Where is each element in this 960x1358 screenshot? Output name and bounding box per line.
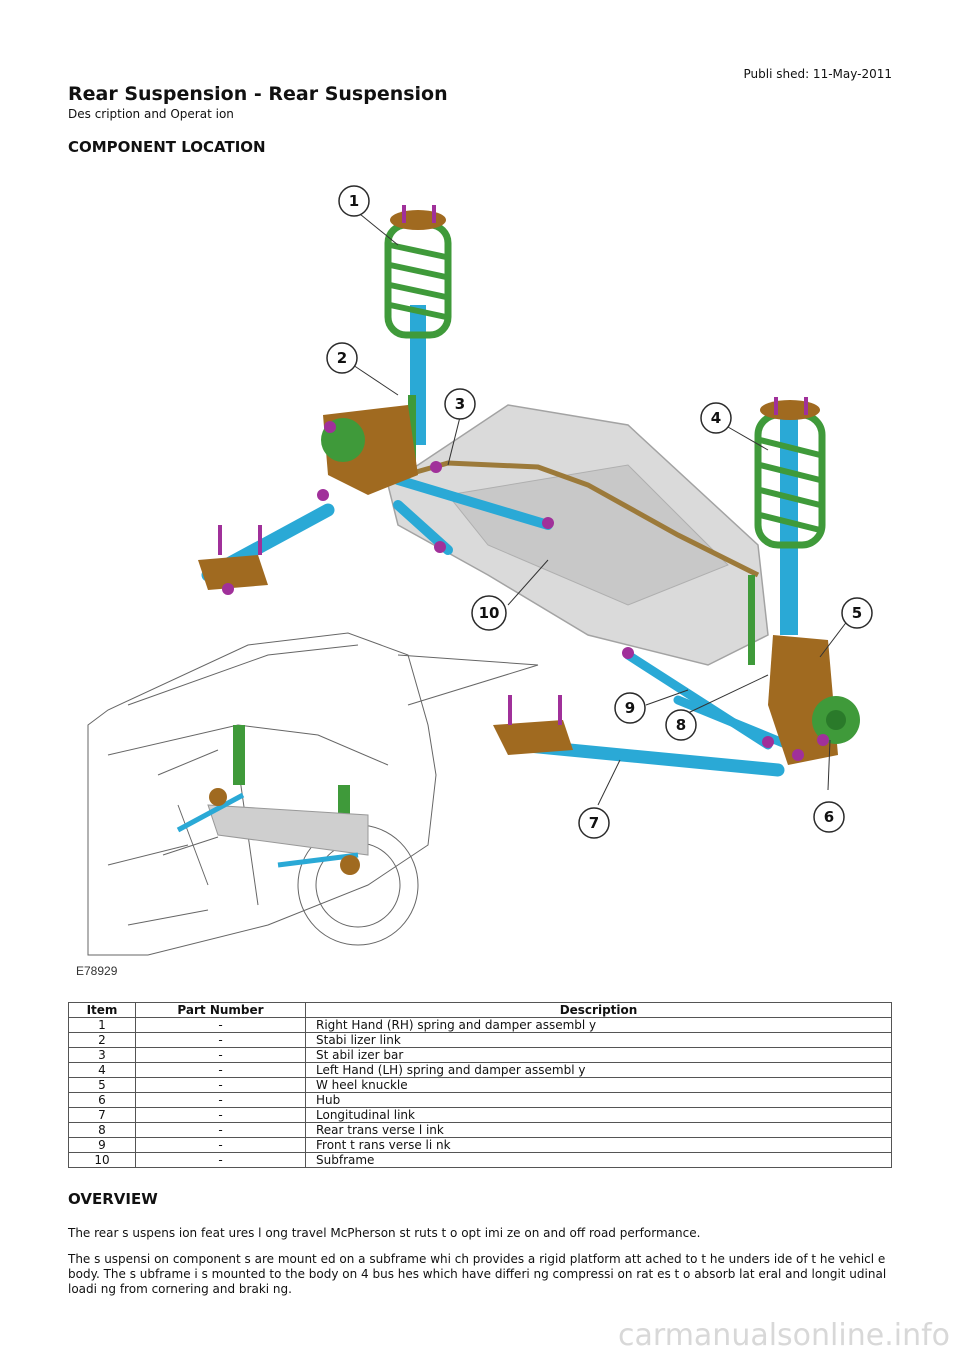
item-cell: 10 [68, 1152, 136, 1168]
table-row: 2-Stabi lizer link [68, 1032, 892, 1048]
svg-text:1: 1 [349, 192, 359, 210]
callout-5: 5 [841, 597, 873, 629]
part-cell: - [135, 1122, 306, 1138]
desc-cell: Hub [305, 1092, 892, 1108]
callout-7: 7 [578, 807, 610, 839]
desc-cell: Left Hand (LH) spring and damper assembl… [305, 1062, 892, 1078]
item-cell: 7 [68, 1107, 136, 1123]
part-cell: - [135, 1092, 306, 1108]
svg-text:9: 9 [625, 699, 635, 717]
table-row: 4-Left Hand (LH) spring and damper assem… [68, 1062, 892, 1078]
svg-text:10: 10 [479, 604, 500, 622]
svg-text:2: 2 [337, 349, 347, 367]
leader-lines [352, 209, 849, 806]
overview-heading: OVERVIEW [68, 1190, 158, 1208]
item-cell: 2 [68, 1032, 136, 1048]
item-cell: 1 [68, 1017, 136, 1033]
desc-cell: Front t rans verse li nk [305, 1137, 892, 1153]
desc-cell: W heel knuckle [305, 1077, 892, 1093]
table-row: 5-W heel knuckle [68, 1077, 892, 1093]
parts-table: Item Part Number Description 1-Right Han… [68, 1002, 892, 1168]
part-cell: - [135, 1047, 306, 1063]
desc-cell: Stabi lizer link [305, 1032, 892, 1048]
item-cell: 9 [68, 1137, 136, 1153]
desc-cell: Subframe [305, 1152, 892, 1168]
desc-cell: Right Hand (RH) spring and damper assemb… [305, 1017, 892, 1033]
mini-suspension [176, 725, 369, 875]
item-cell: 4 [68, 1062, 136, 1078]
table-row: 9-Front t rans verse li nk [68, 1137, 892, 1153]
callout-4: 4 [700, 402, 732, 434]
col-part-number: Part Number [135, 1002, 306, 1018]
svg-text:3: 3 [455, 395, 465, 413]
rh-knuckle [198, 405, 418, 590]
col-description: Description [305, 1002, 892, 1018]
desc-cell: St abil izer bar [305, 1047, 892, 1063]
col-item: Item [68, 1002, 136, 1018]
svg-text:8: 8 [676, 716, 686, 734]
item-cell: 6 [68, 1092, 136, 1108]
table-row: 6-Hub [68, 1092, 892, 1108]
part-cell: - [135, 1032, 306, 1048]
table-row: 10-Subframe [68, 1152, 892, 1168]
bolts [218, 205, 829, 761]
item-cell: 8 [68, 1122, 136, 1138]
svg-text:6: 6 [824, 808, 834, 826]
svg-text:5: 5 [852, 604, 862, 622]
published-date: Publi shed: 11-May-2011 [743, 67, 892, 81]
table-row: 7-Longitudinal link [68, 1107, 892, 1123]
overview-paragraph-1: The rear s uspens ion feat ures l ong tr… [68, 1226, 701, 1240]
page-title: Rear Suspension - Rear Suspension [68, 83, 448, 105]
vehicle-outline [87, 632, 539, 956]
part-cell: - [135, 1152, 306, 1168]
callout-3: 3 [444, 388, 476, 420]
lh-knuckle-hub [493, 635, 860, 765]
overview-paragraph-2: The s uspensi on component s are mount e… [68, 1252, 887, 1296]
callout-10: 10 [471, 595, 507, 631]
component-location-heading: COMPONENT LOCATION [68, 138, 266, 156]
table-row: 8-Rear trans verse l ink [68, 1122, 892, 1138]
item-cell: 3 [68, 1047, 136, 1063]
callout-9: 9 [614, 692, 646, 724]
desc-cell: Rear trans verse l ink [305, 1122, 892, 1138]
part-cell: - [135, 1137, 306, 1153]
callout-1: 1 [338, 185, 370, 217]
part-cell: - [135, 1107, 306, 1123]
suspension-illustration: 1 2 3 4 5 6 7 8 9 10 E78929 [68, 165, 892, 985]
part-cell: - [135, 1017, 306, 1033]
watermark: carmanualsonline.info [618, 1318, 950, 1353]
table-row: 1-Right Hand (RH) spring and damper asse… [68, 1017, 892, 1033]
svg-text:7: 7 [589, 814, 599, 832]
figure-id: E78929 [76, 964, 118, 978]
callout-6: 6 [813, 801, 845, 833]
table-row: 3-St abil izer bar [68, 1047, 892, 1063]
callout-2: 2 [326, 342, 358, 374]
part-cell: - [135, 1062, 306, 1078]
page-subtitle: Des cription and Operat ion [68, 107, 234, 121]
table-header-row: Item Part Number Description [68, 1002, 892, 1018]
desc-cell: Longitudinal link [305, 1107, 892, 1123]
callout-8: 8 [665, 709, 697, 741]
item-cell: 5 [68, 1077, 136, 1093]
subframe [387, 404, 769, 666]
part-cell: - [135, 1077, 306, 1093]
svg-text:4: 4 [711, 409, 721, 427]
